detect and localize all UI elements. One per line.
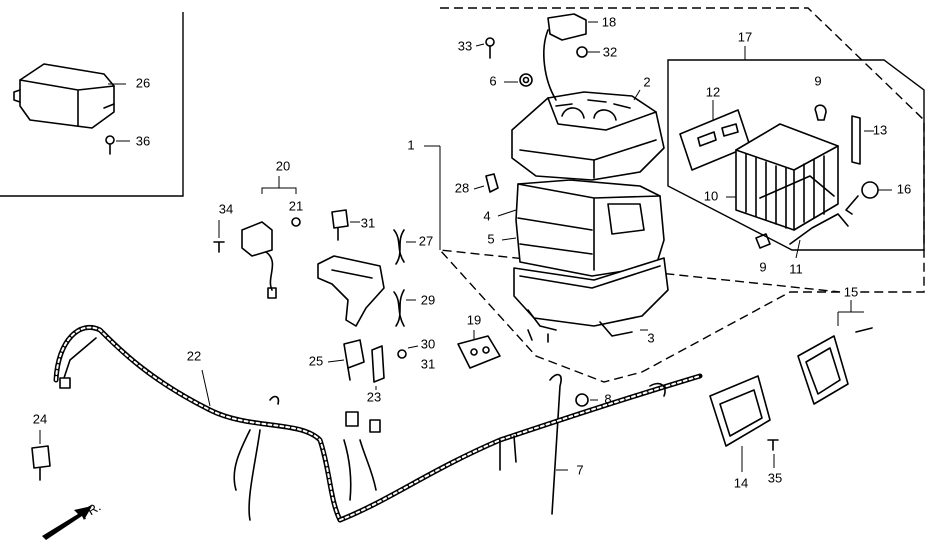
callout-33: 33 [458,38,472,53]
callout-6: 6 [489,73,496,88]
part-28-clip [473,173,499,193]
part-31-grommet-upper [331,209,360,241]
inset-frame [0,12,184,197]
callout-12: 12 [706,84,720,99]
part-27-clamp [393,229,416,265]
part-22-wire-harness [53,325,703,523]
part-24-switch [31,430,51,481]
part-6-nut [504,73,533,87]
part-3-lower-case [513,257,669,343]
callout-18: 18 [602,14,616,29]
callout-17: 17 [738,29,752,44]
callout-24: 24 [33,411,47,426]
part-5-middle-case [497,179,665,277]
core-subassembly-outline [667,59,925,251]
evaporator-unit-outline [438,7,925,383]
mounting-bracket [317,255,385,327]
callout-14: 14 [734,475,748,490]
callout-13: 13 [873,122,887,137]
callout-5: 5 [487,231,494,246]
part-29-clamp [393,289,416,327]
part-9-clip-lower [755,233,771,249]
callout-1: 1 [407,137,414,152]
part-26-control-unit [13,63,126,129]
callout-32: 32 [603,44,617,59]
part-10-evaporator-core [726,123,839,231]
part-8-nut [575,393,598,407]
part-19-grommet [457,330,501,369]
part-11-pipe [789,213,849,259]
callout-28: 28 [455,180,469,195]
part-7-drain-hose [549,373,568,515]
callout-35: 35 [768,470,782,485]
part-15-seal [797,300,873,405]
callout-34: 34 [219,201,233,216]
callout-26: 26 [136,75,150,90]
callout-27: 27 [419,233,433,248]
callout-11: 11 [789,261,803,276]
part-9-clip-upper [814,104,827,121]
callout-9: 9 [759,259,766,274]
part-21-screw [291,217,301,227]
part-34-screw [213,220,225,253]
front-direction-arrow [42,506,92,540]
callout-3: 3 [647,330,654,345]
callout-15: 15 [844,284,858,299]
callout-numbers: 1234567899101112131415161718192021222324… [33,14,911,490]
part-25-relay [327,339,365,381]
part-14-duct [709,375,771,472]
part-20-relay [241,176,297,299]
callout-7: 7 [576,462,583,477]
callout-25: 25 [309,353,323,368]
callout-8: 8 [604,391,611,406]
callout-31: 31 [361,215,375,230]
part-2-upper-case [511,89,665,181]
callout-4: 4 [483,208,490,223]
part-16-expansion-valve [845,181,892,215]
callout-9: 9 [814,73,821,88]
part-13-pipe [851,115,874,165]
part-35-screw [767,439,779,468]
front-direction-label: FR. [78,499,104,523]
callout-30: 30 [421,336,435,351]
callout-23: 23 [367,389,381,404]
callout-36: 36 [136,133,150,148]
callout-20: 20 [276,158,290,173]
callout-16: 16 [897,181,911,196]
part-23-switch [371,345,385,390]
part-32-nut [576,46,600,58]
part-18-actuator [543,13,598,101]
callout-2: 2 [643,74,650,89]
callout-21: 21 [289,198,303,213]
part-36-screw [105,135,130,155]
callout-31: 31 [421,356,435,371]
callout-22: 22 [187,348,201,363]
part-33-bolt [475,37,495,59]
callout-10: 10 [704,188,718,203]
part-30-bulb [397,345,419,359]
callout-29: 29 [421,292,435,307]
callout-19: 19 [467,312,481,327]
